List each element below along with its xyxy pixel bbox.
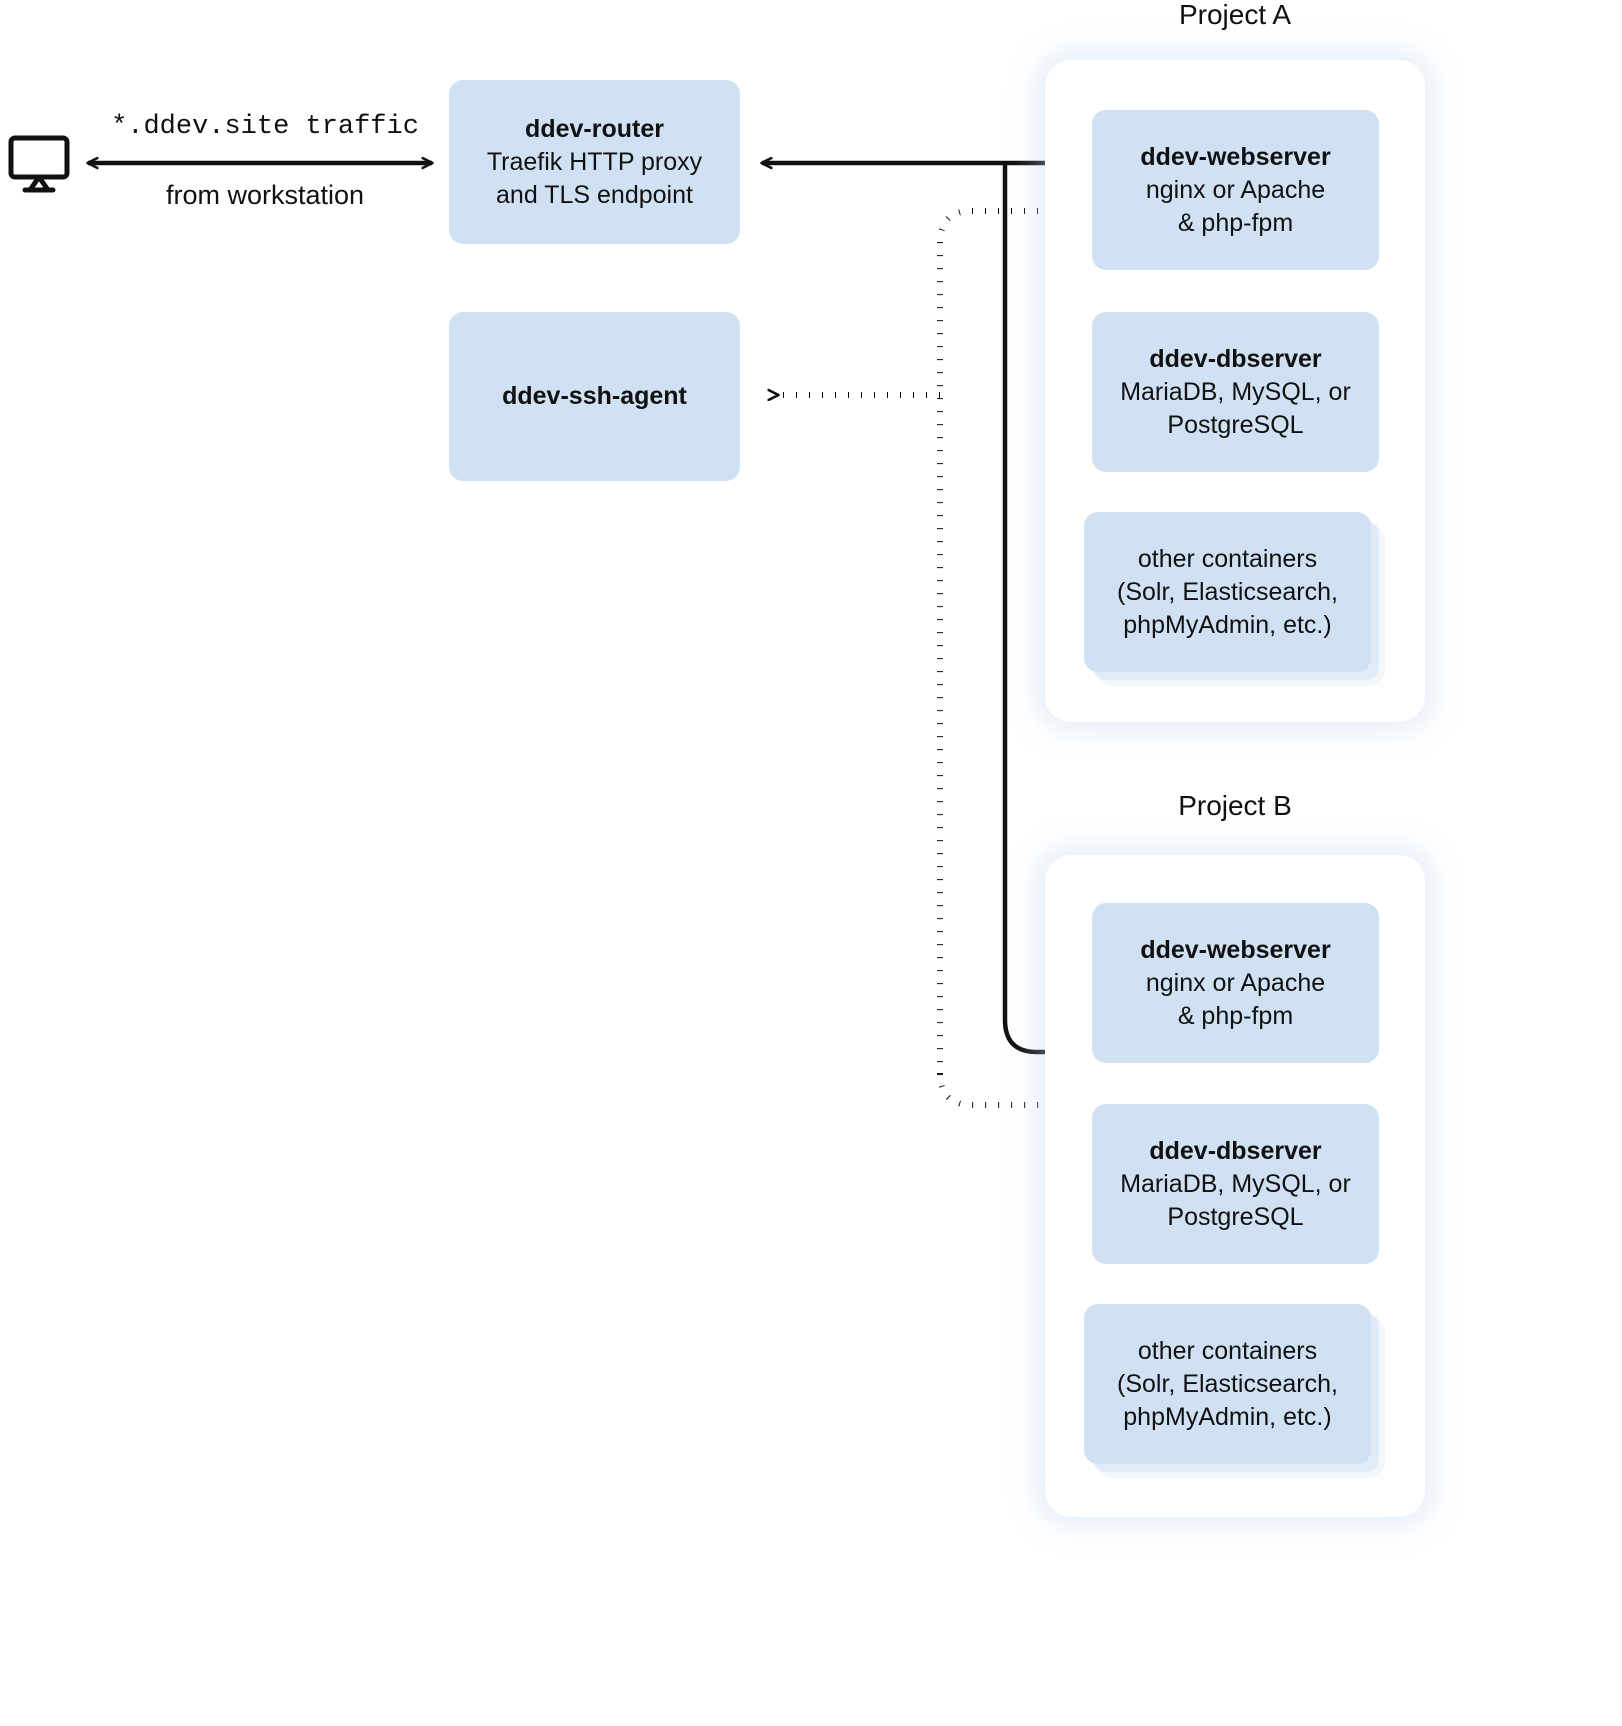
project-a-dbserver-subtitle: MariaDB, MySQL, or PostgreSQL bbox=[1120, 377, 1351, 439]
project-a-container-dbserver[interactable]: ddev-dbserver MariaDB, MySQL, or Postgre… bbox=[1092, 312, 1379, 472]
ddev-router-title: ddev-router bbox=[525, 114, 664, 143]
traffic-label: *.ddev.site traffic from workstation bbox=[90, 76, 440, 246]
project-b-webserver-title: ddev-webserver bbox=[1140, 935, 1331, 964]
ddev-router-subtitle: Traefik HTTP proxy and TLS endpoint bbox=[486, 147, 703, 209]
project-a-other-subtitle: other containers (Solr, Elasticsearch, p… bbox=[1117, 544, 1338, 639]
project-b-other-subtitle: other containers (Solr, Elasticsearch, p… bbox=[1117, 1336, 1338, 1431]
project-b-dbserver-title: ddev-dbserver bbox=[1149, 1136, 1322, 1165]
project-b-label: Project B bbox=[1178, 790, 1292, 821]
workstation-monitor-icon bbox=[8, 132, 70, 194]
project-b-container-webserver[interactable]: ddev-webserver nginx or Apache & php-fpm bbox=[1092, 903, 1379, 1063]
project-b-container-dbserver[interactable]: ddev-dbserver MariaDB, MySQL, or Postgre… bbox=[1092, 1104, 1379, 1264]
project-a-container-other[interactable]: other containers (Solr, Elasticsearch, p… bbox=[1084, 512, 1385, 686]
ddev-ssh-agent-title: ddev-ssh-agent bbox=[502, 382, 687, 410]
project-a-webserver-subtitle: nginx or Apache & php-fpm bbox=[1145, 175, 1326, 237]
project-a-container-webserver[interactable]: ddev-webserver nginx or Apache & php-fpm bbox=[1092, 110, 1379, 270]
project-b-container-other[interactable]: other containers (Solr, Elasticsearch, p… bbox=[1084, 1304, 1385, 1478]
project-b-webserver-subtitle: nginx or Apache & php-fpm bbox=[1145, 968, 1326, 1030]
project-a-label: Project A bbox=[1178, 0, 1292, 30]
traffic-label-line1: *.ddev.site traffic bbox=[111, 112, 419, 142]
project-b-dbserver-subtitle: MariaDB, MySQL, or PostgreSQL bbox=[1120, 1169, 1351, 1231]
traffic-label-line2: from workstation bbox=[165, 180, 365, 210]
project-a-dbserver-title: ddev-dbserver bbox=[1149, 344, 1322, 373]
service-box-ddev-router[interactable]: ddev-router Traefik HTTP proxy and TLS e… bbox=[449, 80, 740, 244]
service-box-ddev-ssh-agent[interactable]: ddev-ssh-agent bbox=[449, 312, 740, 481]
project-a-webserver-title: ddev-webserver bbox=[1140, 142, 1331, 171]
